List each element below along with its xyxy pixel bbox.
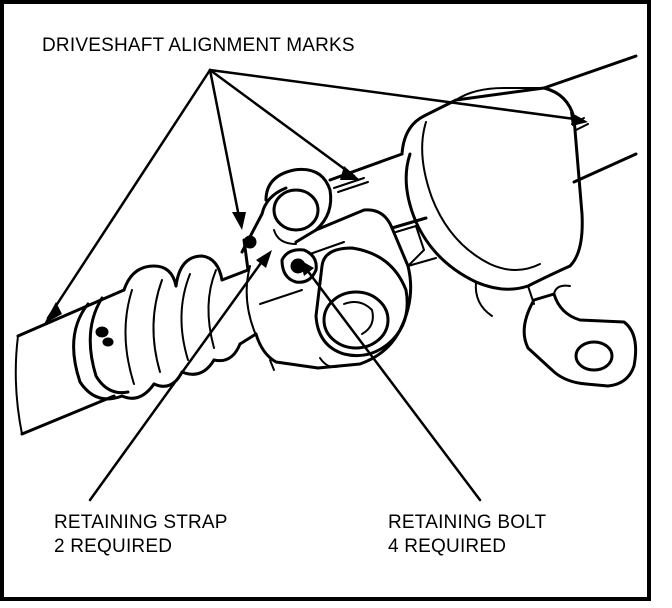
driveshaft-illustration [14,54,638,502]
retaining-bolt-label: RETAINING BOLT 4 REQUIRED [388,511,546,559]
arrowheads [44,112,588,324]
left-driveshaft-tube [14,288,126,436]
retaining-bolt-quantity: 4 REQUIRED [388,536,507,557]
retaining-strap-name: RETAINING STRAP [54,512,228,533]
illustration-frame: DRIVESHAFT ALIGNMENT MARKS RETAINING STR… [0,0,651,601]
flange-yoke [314,208,437,370]
leader-lines [46,68,584,502]
retaining-bolt-name: RETAINING BOLT [388,512,547,533]
right-driveshaft-tube [542,54,638,184]
rubber-boot [120,254,258,400]
boot-collar [72,296,130,401]
slip-yoke [240,186,320,371]
center-bearing [400,86,584,317]
retaining-strap-label: RETAINING STRAP 2 REQUIRED [54,511,228,559]
upper-yoke-ear [264,167,333,245]
retaining-strap-quantity: 2 REQUIRED [54,536,173,557]
mounting-bracket [522,284,638,388]
alignment-marks-label: DRIVESHAFT ALIGNMENT MARKS [42,35,355,56]
